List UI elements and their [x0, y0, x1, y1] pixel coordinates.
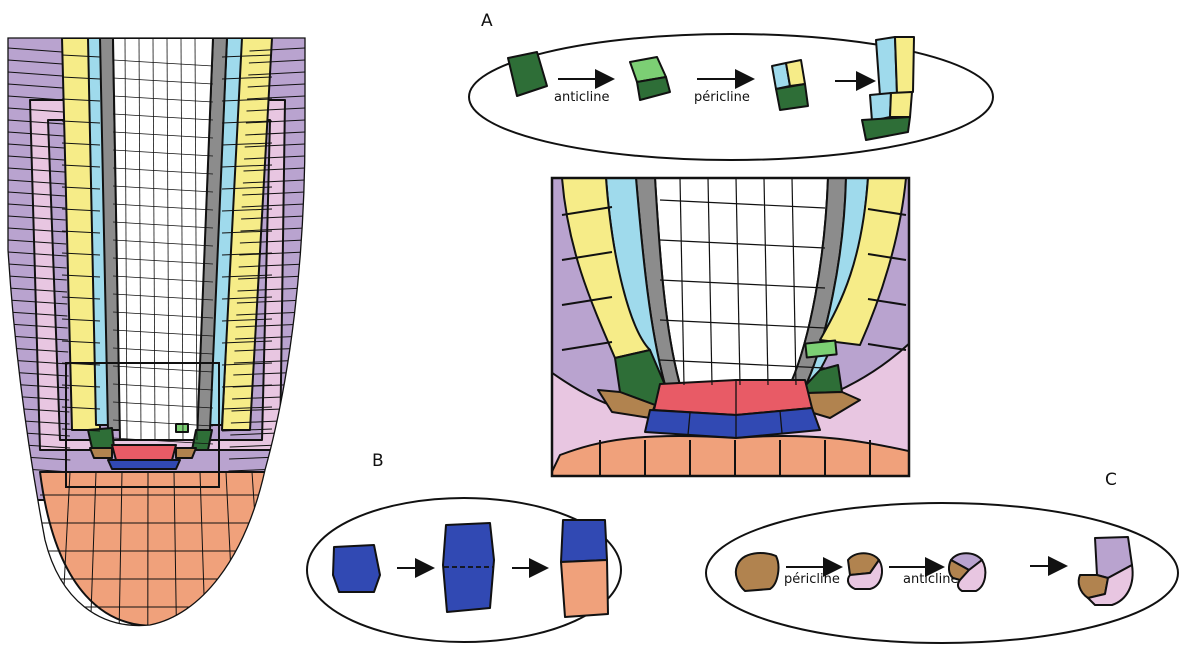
quiescent-center [112, 445, 176, 460]
a-step3-endodermis-low [870, 93, 891, 121]
a-label-pericline: péricline [694, 90, 750, 105]
panel-c-letter: C [1105, 470, 1117, 490]
a-step2-cortex [786, 60, 805, 86]
a-step3-initial [862, 117, 910, 140]
zoomed-stem-cell-niche [548, 174, 913, 480]
a-step2-initial [776, 84, 808, 110]
a-label-anticline: anticline [554, 90, 610, 105]
a-step1-bottom [637, 77, 670, 100]
epidermis-lrc-initial-right [176, 448, 196, 458]
panel-c: C péricline anticline [706, 470, 1178, 643]
b-new-initial [561, 520, 607, 562]
c-label-pericline: péricline [784, 572, 840, 587]
z-columella [548, 436, 913, 480]
a-step3-cortex-low [890, 92, 912, 117]
a-step3-cortex-top [895, 37, 914, 94]
epidermis-lrc-initial [90, 448, 112, 458]
z-cortex-endodermis-daughter [805, 340, 836, 357]
panel-a-letter: A [481, 11, 493, 31]
cortex-endodermis-daughter-right [176, 424, 188, 432]
b-columella-initial [333, 545, 380, 592]
panel-a: A anticline péricline [469, 11, 993, 160]
a-step3-endodermis-top [876, 37, 897, 96]
a-cortex-endodermis-initial [508, 52, 547, 96]
root-tip-overview [0, 30, 320, 626]
panel-b-letter: B [372, 451, 384, 471]
columella-initial-layer [108, 460, 180, 469]
b-new-columella [561, 560, 608, 617]
stele-tissue [113, 38, 213, 440]
c-epidermis-lrc-initial [736, 553, 779, 591]
panel-b: B [307, 451, 621, 642]
